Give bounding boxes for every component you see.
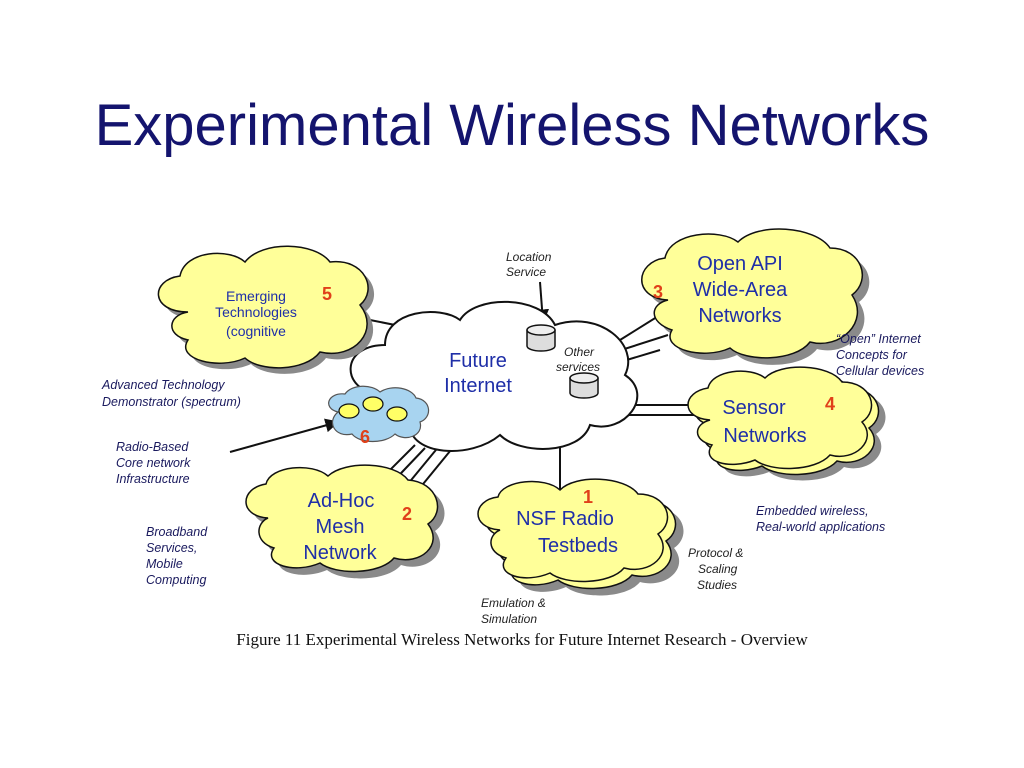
adhoc-label-line2: Mesh xyxy=(316,516,365,538)
sensor-label-line2: Networks xyxy=(723,425,806,447)
nsf-number: 1 xyxy=(583,487,593,507)
openapi-number: 3 xyxy=(653,282,663,302)
broadband-line2: Services, xyxy=(146,541,197,555)
open-internet-line3: Cellular devices xyxy=(836,364,924,378)
future-internet-line1: Future xyxy=(449,350,507,372)
other-services-line1: Other xyxy=(564,345,595,359)
openapi-label-line2: Wide-Area xyxy=(693,279,788,301)
sensor-label-line1: Sensor xyxy=(722,397,786,419)
open-internet-line2: Concepts for xyxy=(836,348,908,362)
emulation-line1: Emulation & xyxy=(481,596,546,610)
nsf-radio-testbeds-cloud: NSF Radio Testbeds 1 xyxy=(477,478,684,596)
nsf-label-line1: NSF Radio xyxy=(516,508,614,530)
page-title: Experimental Wireless Networks xyxy=(94,93,930,158)
sensor-number: 4 xyxy=(825,394,835,414)
radio-based-line2: Core network xyxy=(116,456,191,470)
broadband-line1: Broadband xyxy=(146,525,208,539)
other-services-line2: services xyxy=(556,360,600,374)
future-internet-line2: Internet xyxy=(444,375,512,397)
other-services-database-icon xyxy=(569,372,599,399)
emerging-technologies-cloud: Emerging Technologies (cognitive 5 xyxy=(157,245,375,374)
figure-caption: Figure 11 Experimental Wireless Networks… xyxy=(236,630,808,649)
radio-based-line3: Infrastructure xyxy=(116,472,190,486)
emulation-line2: Simulation xyxy=(481,612,537,626)
protocol-line2: Scaling xyxy=(698,562,738,576)
location-service-line1: Location xyxy=(506,250,552,264)
emerging-label-line3: (cognitive xyxy=(226,323,286,339)
sensor-networks-cloud: Sensor Networks 4 xyxy=(687,366,886,481)
open-internet-line1: “Open” Internet xyxy=(836,332,921,346)
adhoc-number: 2 xyxy=(402,504,412,524)
emerging-number: 5 xyxy=(322,284,332,304)
adhoc-label-line3: Network xyxy=(303,542,377,564)
location-service-line2: Service xyxy=(506,265,546,279)
adhoc-mesh-cloud: Ad-Hoc Mesh Network 2 xyxy=(245,464,445,579)
radio-based-line1: Radio-Based xyxy=(116,440,189,454)
core-number: 6 xyxy=(360,427,370,447)
open-api-cloud: Open API Wide-Area Networks 3 xyxy=(641,228,870,365)
protocol-line3: Studies xyxy=(697,578,737,592)
protocol-line1: Protocol & xyxy=(688,546,743,560)
advanced-tech-line1: Advanced Technology xyxy=(101,378,225,392)
embedded-line2: Real-world applications xyxy=(756,520,885,534)
openapi-label-line1: Open API xyxy=(697,253,783,275)
openapi-label-line3: Networks xyxy=(698,305,781,327)
advanced-tech-line2: Demonstrator (spectrum) xyxy=(102,395,241,409)
embedded-line1: Embedded wireless, xyxy=(756,504,869,518)
broadband-line4: Computing xyxy=(146,573,206,587)
emerging-label-line1: Emerging xyxy=(226,288,286,304)
broadband-line3: Mobile xyxy=(146,557,183,571)
emerging-label-line2: Technologies xyxy=(215,304,297,320)
core-network-cloud: 6 xyxy=(328,385,430,447)
adhoc-label-line1: Ad-Hoc xyxy=(308,490,375,512)
location-service-database-icon xyxy=(526,324,556,352)
nsf-label-line2: Testbeds xyxy=(538,535,618,557)
